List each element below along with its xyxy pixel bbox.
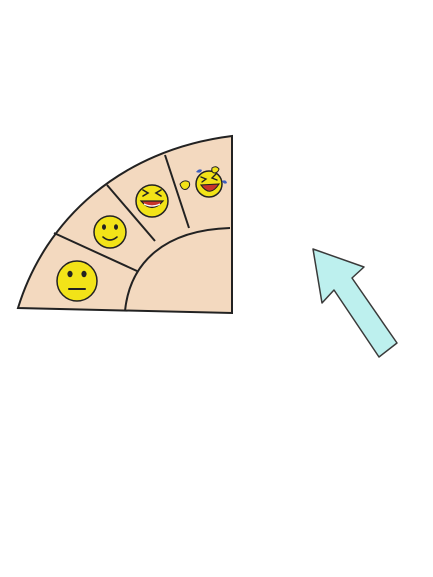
dial-outer-sector xyxy=(16,134,233,315)
grinning-squinting-face-icon xyxy=(135,184,169,218)
rolling-laughing-face-icon xyxy=(179,166,227,198)
neutral-face-icon xyxy=(56,260,98,302)
dial-divider-3 xyxy=(164,154,190,229)
dial-divider-1 xyxy=(53,232,138,272)
emotion-scale-dial xyxy=(16,134,233,315)
up-left-arrow-icon xyxy=(312,248,398,358)
slightly-smiling-face-icon xyxy=(93,215,127,249)
dial-inner-arc xyxy=(124,227,231,312)
dial-divider-2 xyxy=(106,184,156,242)
